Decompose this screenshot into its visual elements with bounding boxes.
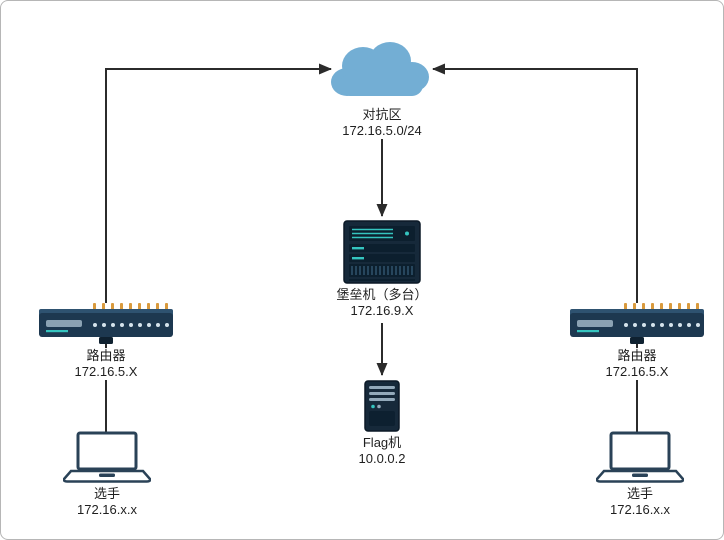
rack-server-icon	[343, 220, 421, 284]
router-icon	[39, 303, 173, 344]
tower-server-icon	[364, 380, 400, 432]
router-right-label: 路由器	[615, 348, 659, 364]
laptop-icon	[596, 431, 684, 483]
cloud-label: 对抗区	[360, 107, 404, 123]
player-left-node: 选手 172.16.x.x	[63, 431, 151, 518]
laptop-icon	[63, 431, 151, 483]
router-right-node: 路由器 172.16.5.X	[568, 301, 706, 380]
router-left-node: 路由器 172.16.5.X	[37, 301, 175, 380]
connection-router-left-to-cloud	[105, 63, 332, 303]
router-left-label: 路由器	[84, 348, 128, 364]
player-left-label: 选手	[91, 486, 122, 502]
player-right-ip: 172.16.x.x	[608, 502, 672, 518]
bastion-label: 堡垒机（多台）	[334, 287, 430, 303]
flag-node: Flag机 10.0.0.2	[356, 380, 408, 467]
connection-router-right-to-cloud	[432, 63, 638, 303]
player-left-ip: 172.16.x.x	[75, 502, 139, 518]
cloud-icon	[331, 42, 429, 96]
router-right-ip: 172.16.5.X	[603, 364, 671, 380]
bastion-node: 堡垒机（多台） 172.16.9.X	[334, 220, 430, 319]
flag-ip: 10.0.0.2	[356, 451, 408, 467]
router-left-ip: 172.16.5.X	[72, 364, 140, 380]
player-right-label: 选手	[624, 486, 655, 502]
player-right-node: 选手 172.16.x.x	[596, 431, 684, 518]
bastion-ip: 172.16.9.X	[348, 303, 416, 319]
cloud-ip: 172.16.5.0/24	[340, 123, 424, 139]
cloud-node: 对抗区 172.16.5.0/24	[327, 34, 437, 139]
flag-label: Flag机	[360, 435, 404, 451]
router-icon	[570, 303, 704, 344]
